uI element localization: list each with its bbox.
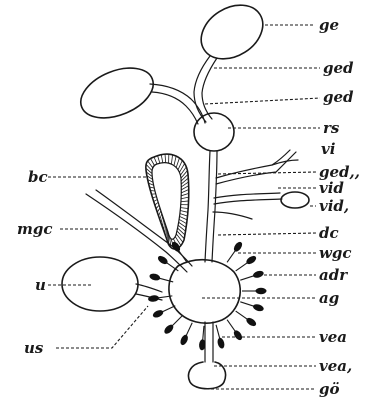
- gland-cluster: [148, 240, 267, 350]
- bc-hatch-tick: [179, 216, 187, 219]
- bc-hatch-tick: [174, 156, 176, 166]
- bc-hatch-tick: [154, 157, 157, 164]
- gland-stalk: [227, 250, 236, 262]
- duct-ged-left-b: [152, 92, 198, 124]
- gland-stalk: [186, 323, 192, 337]
- duct-mgc: [86, 194, 187, 272]
- gland: [245, 254, 258, 266]
- duct-central: [205, 151, 210, 262]
- organ-u: [62, 257, 138, 311]
- bc-hatch-tick: [180, 167, 186, 175]
- bc-hatch-tick: [151, 158, 155, 165]
- bc-hatch-tick: [181, 201, 189, 202]
- gland: [156, 254, 169, 266]
- gland-stalk: [162, 306, 176, 312]
- label-mgc: mgc: [17, 220, 53, 238]
- gland: [179, 334, 189, 347]
- gland: [252, 303, 264, 312]
- gland-stalk: [227, 320, 236, 332]
- label-wgc: wgc: [319, 244, 352, 262]
- organ-vid-tip: [281, 192, 309, 208]
- bc-hatch-tick: [156, 205, 159, 208]
- leader-dc: [218, 233, 316, 235]
- bc-hatch-tick: [171, 155, 172, 164]
- bc-hatch-tick: [159, 211, 161, 216]
- gland-stalk: [236, 262, 248, 271]
- gland: [152, 309, 165, 319]
- gland: [148, 295, 160, 303]
- label-ged-2: ged: [323, 88, 354, 106]
- bc-hatch-tick: [164, 222, 165, 230]
- organ-outlines: [62, 0, 309, 389]
- label-vid-1: vid: [319, 179, 344, 197]
- bc-hatch-tick: [178, 228, 185, 235]
- bc-hatch-tick: [180, 213, 188, 216]
- bc-hatch-tick: [165, 225, 166, 234]
- bc-hatch-tick: [161, 155, 163, 163]
- bc-hatch-tick: [176, 234, 183, 242]
- gland-stalk: [236, 311, 248, 320]
- duct-us: [136, 284, 162, 292]
- bc-hatch-tick: [181, 197, 189, 199]
- branch-vid-b: [214, 199, 282, 204]
- bc-hatch-tick: [150, 190, 155, 191]
- label-vea-1: vea: [319, 328, 347, 346]
- organ-left-oval: [74, 58, 161, 127]
- duct-ged-upper-b: [202, 58, 217, 119]
- duct-central-b: [212, 151, 217, 262]
- leader-lines: [48, 25, 320, 389]
- label-ged-1: ged: [323, 59, 354, 77]
- organ-ge: [191, 0, 272, 70]
- duct-ged-left: [150, 84, 205, 123]
- gland-stalk: [203, 326, 204, 341]
- organ-ag: [169, 260, 240, 323]
- gland: [256, 288, 267, 294]
- bc-hatch-tick: [165, 154, 166, 162]
- bc-hatch-tick: [162, 219, 163, 226]
- gland: [216, 337, 225, 349]
- gland: [149, 273, 161, 282]
- leader-us: [56, 306, 148, 348]
- bc-hatch-tick: [177, 231, 184, 239]
- bc-hatch-tick: [176, 158, 179, 168]
- branch-vid: [214, 193, 280, 198]
- branch-vi: [216, 150, 290, 178]
- bc-hatch-tick: [180, 208, 188, 209]
- gland-stalk: [172, 316, 183, 327]
- label-vid-2: vid,: [319, 197, 349, 215]
- gland-stalk: [240, 276, 254, 281]
- gland: [232, 329, 244, 342]
- bc-hatch-tick: [157, 208, 160, 212]
- bc-hatch-tick: [180, 211, 188, 213]
- gland-stalk: [240, 302, 254, 307]
- label-bc: bc: [28, 168, 48, 186]
- bc-hatch-tick: [181, 190, 189, 193]
- gland: [232, 240, 244, 253]
- gland: [252, 270, 264, 279]
- label-go: gö: [319, 380, 340, 398]
- gland-stalk: [216, 325, 220, 339]
- leader-ged2: [205, 98, 320, 104]
- label-rs: rs: [323, 119, 340, 137]
- branch-lower: [213, 212, 252, 219]
- gland: [245, 316, 258, 328]
- label-vea-2: vea,: [319, 357, 352, 375]
- bc-hatch-tick: [161, 216, 163, 223]
- label-dc: dc: [319, 224, 339, 242]
- label-vi: vi: [321, 140, 336, 158]
- label-ag: ag: [319, 289, 339, 307]
- bc-hatch-tick: [181, 171, 187, 179]
- organ-rs: [194, 113, 234, 151]
- bc-hatch-tick: [158, 156, 160, 164]
- bc-hatch-tick: [160, 214, 162, 220]
- gland-stalk: [178, 250, 187, 262]
- label-u: u: [35, 276, 46, 294]
- label-ge: ge: [319, 16, 339, 34]
- label-adr: adr: [319, 266, 348, 284]
- label-us: us: [24, 339, 44, 357]
- bc-hatch-tick: [181, 193, 189, 195]
- bc-hatch-tick: [181, 174, 188, 181]
